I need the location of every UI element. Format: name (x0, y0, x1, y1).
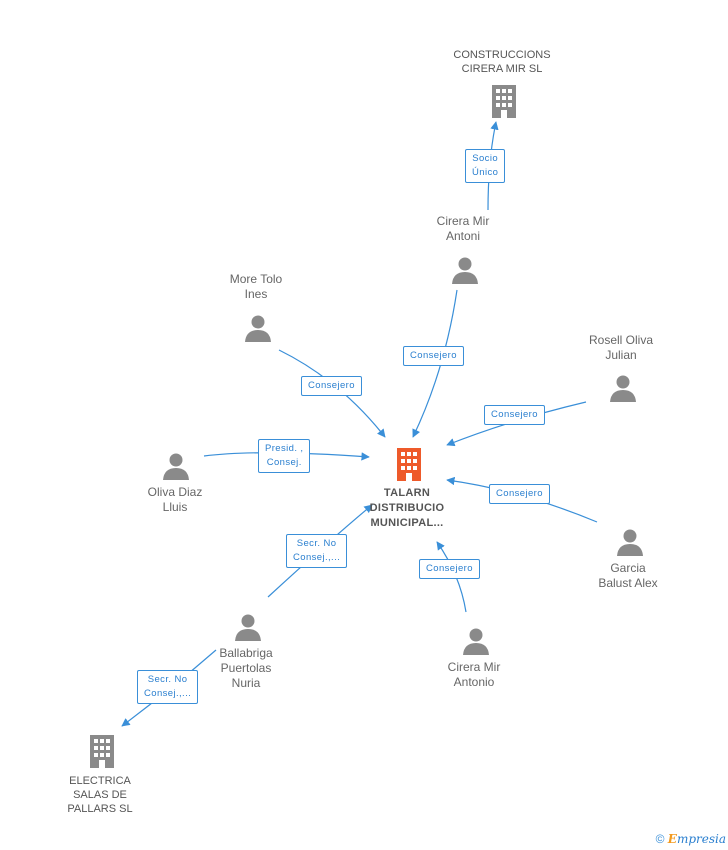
person-icon[interactable] (451, 256, 479, 284)
node-label-cirera-antonio[interactable]: Cirera Mir Antonio (447, 660, 501, 689)
node-label-ballabriga[interactable]: Ballabriga Puertolas Nuria (219, 646, 273, 690)
copyright-symbol: © (655, 832, 665, 846)
edge-cirera-antoni (412, 289, 458, 438)
empresia-credit[interactable]: © Empresia (656, 832, 726, 846)
person-icon[interactable] (609, 374, 637, 402)
node-label-construccions[interactable]: CONSTRUCCIONS CIRERA MIR SL (453, 49, 551, 75)
node-label-more-tolo[interactable]: More Tolo Ines (229, 272, 283, 301)
node-label-talarn[interactable]: TALARN DISTRIBUCIO MUNICIPAL... (369, 487, 445, 529)
node-label-electrica[interactable]: ELECTRICA SALAS DE PALLARS SL (67, 775, 133, 815)
edge-label-consejero: Consejero (419, 559, 480, 579)
node-label-oliva-diaz[interactable]: Oliva Diaz Lluis (147, 485, 203, 514)
edge-label-consejero: Consejero (489, 484, 550, 504)
person-icon[interactable] (234, 613, 262, 641)
node-label-garcia[interactable]: Garcia Balust Alex (598, 561, 658, 590)
edge-label-consejero: Consejero (403, 346, 464, 366)
node-label-cirera-antoni[interactable]: Cirera Mir Antoni (436, 214, 490, 243)
building-icon[interactable] (87, 735, 117, 768)
building-icon (492, 85, 516, 118)
edge-label-consejero: Consejero (301, 376, 362, 396)
edge-label-presid-consej: Presid. , Consej. (258, 439, 311, 473)
empresia-logo: Empresia (667, 832, 726, 846)
person-icon[interactable] (162, 452, 190, 480)
node-label-rosell[interactable]: Rosell Oliva Julian (588, 333, 654, 362)
edge-label-consejero: Consejero (484, 405, 545, 425)
edge-label-socio-unico: Socio Único (465, 149, 506, 183)
person-icon[interactable] (462, 627, 490, 655)
edge-label-secr-no-consej: Secr. No Consej.,... (286, 534, 348, 568)
building-icon[interactable] (394, 448, 424, 481)
person-icon[interactable] (244, 314, 272, 342)
person-icon[interactable] (616, 528, 644, 556)
edge-label-secr-no-consej: Secr. No Consej.,... (137, 670, 199, 704)
